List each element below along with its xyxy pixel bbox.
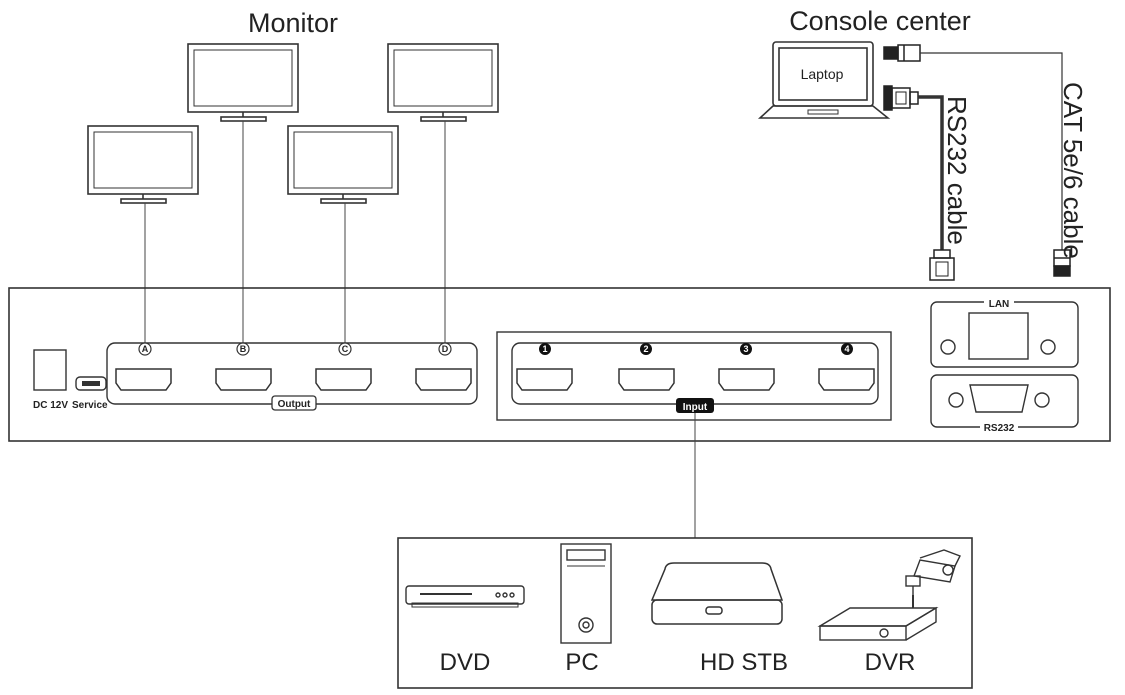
service-label: Service — [72, 400, 108, 411]
lan-port-panel — [930, 301, 1079, 368]
dc-label: DC 12V — [33, 400, 68, 411]
hdmi-input-port — [718, 368, 775, 391]
rs232-label: RS232 — [984, 423, 1015, 434]
cat-cable — [920, 52, 1063, 250]
rs232-port-panel — [930, 374, 1079, 428]
cat-cable-label: CAT 5e/6 cable — [1058, 82, 1088, 259]
monitor-icon — [387, 43, 499, 122]
input-frame — [496, 331, 892, 421]
monitor-icon — [187, 43, 299, 122]
rs232-cable-label: RS232 cable — [942, 96, 972, 245]
monitor-heading: Monitor — [248, 8, 338, 38]
hdmi-output-port — [315, 368, 372, 391]
hdmi-output-port — [415, 368, 472, 391]
laptop-label: Laptop — [801, 66, 844, 82]
dvd-player-icon — [405, 585, 525, 608]
set-top-box-icon — [650, 562, 784, 625]
hdmi-output-port — [215, 368, 272, 391]
output-label: Output — [278, 399, 311, 410]
input-4-label: 4 — [844, 344, 849, 354]
source-dvr-label: DVR — [865, 649, 916, 676]
hdmi-output-port — [115, 368, 172, 391]
input-2-label: 2 — [643, 344, 648, 354]
rs232-cable — [918, 95, 944, 250]
db9-connector-icon — [883, 85, 919, 111]
db9-plug-icon — [929, 249, 955, 281]
output-a-label: A — [142, 344, 149, 354]
service-port — [75, 376, 107, 391]
matrix-device — [8, 287, 1111, 442]
monitor-cables — [144, 121, 446, 343]
hdmi-input-port — [818, 368, 875, 391]
rj45-plug-icon — [1053, 249, 1071, 277]
output-c-label: C — [342, 344, 349, 354]
output-panel — [106, 342, 478, 405]
input-1-label: 1 — [542, 344, 547, 354]
source-pc-label: PC — [565, 649, 598, 676]
source-box — [397, 537, 973, 689]
security-camera-icon — [905, 549, 961, 608]
hdmi-input-port — [516, 368, 573, 391]
lan-label: LAN — [989, 299, 1010, 310]
input-3-label: 3 — [743, 344, 748, 354]
dvr-icon — [817, 606, 939, 641]
dc-power-port — [33, 349, 67, 391]
rj45-connector-icon — [883, 44, 921, 62]
input-panel — [511, 342, 879, 405]
pc-tower-icon — [560, 543, 612, 644]
hdmi-input-port — [618, 368, 675, 391]
source-dvd-label: DVD — [440, 649, 491, 676]
output-b-label: B — [240, 344, 247, 354]
monitor-icon — [287, 125, 399, 204]
output-d-label: D — [442, 344, 449, 354]
source-hdstb-label: HD STB — [700, 649, 788, 676]
console-heading: Console center — [789, 6, 971, 36]
input-label: Input — [683, 402, 708, 413]
monitor-icon — [87, 125, 199, 204]
laptop-icon — [757, 41, 891, 119]
